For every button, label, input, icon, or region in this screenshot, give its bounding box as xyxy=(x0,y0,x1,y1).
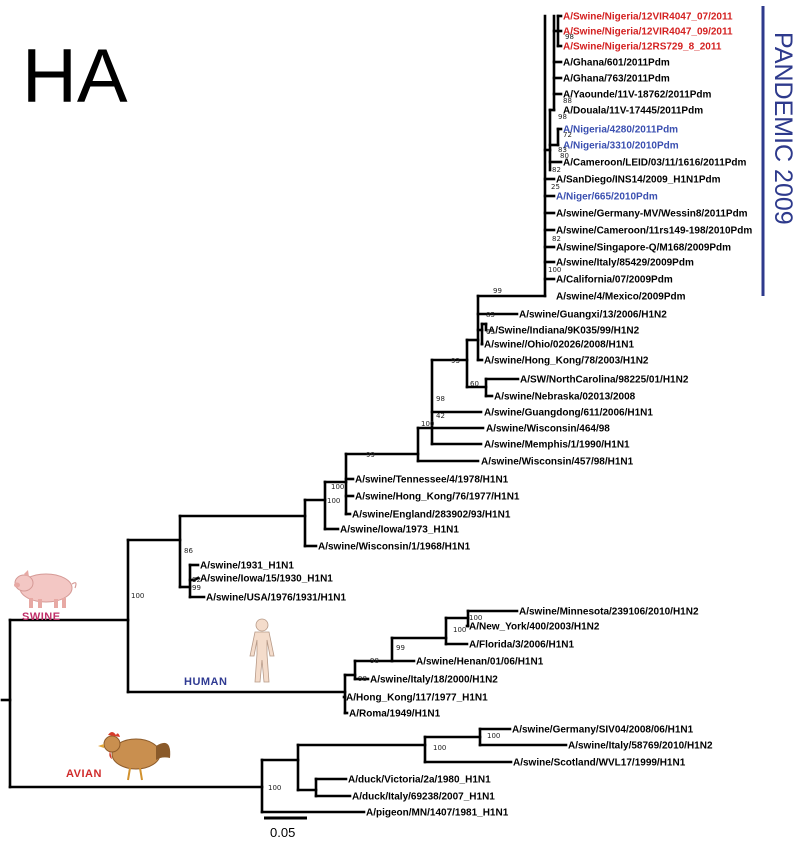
tip-label: A/swine/Germany/SIV04/2008/06/H1N1 xyxy=(512,725,694,736)
tip-label: A/swine/Germany-MV/Wessin8/2011Pdm xyxy=(556,209,748,220)
tip-label: A/Swine/Indiana/9K035/99/H1N2 xyxy=(488,326,640,337)
tip-label: A/New_York/400/2003/H1N2 xyxy=(469,622,600,633)
bootstrap-value: 100 xyxy=(131,592,144,600)
tip-label: A/Douala/11V-17445/2011Pdm xyxy=(563,106,703,117)
tip-label: A/swine/Minnesota/239106/2010/H1N2 xyxy=(519,607,699,618)
tip-label: A/swine/Guangxi/13/2006/H1N2 xyxy=(519,310,667,321)
tip-label: A/swine/USA/1976/1931/H1N1 xyxy=(206,593,347,604)
tip-label: A/SW/NorthCarolina/98225/01/H1N2 xyxy=(520,375,689,386)
chicken-icon xyxy=(98,732,171,781)
bootstrap-value: 100 xyxy=(331,483,344,491)
tip-label: A/swine/Tennessee/4/1978/H1N1 xyxy=(355,475,509,486)
tip-label: A/SanDiego/INS14/2009_H1N1Pdm xyxy=(556,175,721,186)
pandemic-clade-banner: PANDEMIC 2009 xyxy=(769,32,797,225)
tip-label: A/Florida/3/2006/H1N1 xyxy=(469,640,574,651)
tip-label: A/swine//Ohio/02026/2008/H1N1 xyxy=(484,340,635,351)
tree-branches xyxy=(0,14,568,814)
tip-label: A/Swine/Nigeria/12VIR4047_09/2011 xyxy=(563,27,733,38)
pig-icon xyxy=(14,570,77,608)
tree-branch xyxy=(192,576,200,582)
tip-label: A/swine/Hong_Kong/76/1977/H1N1 xyxy=(355,492,520,503)
tip-label: A/Cameroon/LEID/03/11/1616/2011Pdm xyxy=(563,158,747,169)
tip-label: A/Swine/Nigeria/12VIR4047_07/2011 xyxy=(563,12,733,23)
bootstrap-value: 83 xyxy=(558,146,567,154)
avian-host-label: AVIAN xyxy=(66,768,102,780)
bootstrap-value: 98 xyxy=(558,113,567,121)
bootstrap-value: 98 xyxy=(370,657,379,665)
bootstrap-value: 85 xyxy=(486,311,495,319)
tip-label: A/Swine/Nigeria/12RS729_8_2011 xyxy=(563,42,722,53)
bootstrap-value: 98 xyxy=(436,395,445,403)
tip-label: A/swine/Guangdong/611/2006/H1N1 xyxy=(484,408,653,419)
bootstrap-value: 88 xyxy=(563,97,572,105)
swine-host-label: SWINE xyxy=(22,611,61,623)
tip-label: A/Yaounde/11V-18762/2011Pdm xyxy=(563,90,712,101)
tip-label: A/Nigeria/4280/2011Pdm xyxy=(563,125,678,136)
bootstrap-value: 100 xyxy=(469,614,482,622)
tip-label: A/Nigeria/3310/2010Pdm xyxy=(563,141,679,152)
bootstrap-value: 72 xyxy=(563,131,572,139)
tip-labels: A/Swine/Nigeria/12VIR4047_07/2011A/Swine… xyxy=(200,12,752,819)
tip-label: A/swine/Italy/58769/2010/H1N2 xyxy=(568,741,713,752)
tip-label: A/duck/Italy/69238/2007_H1N1 xyxy=(352,792,495,803)
tip-label: A/swine/Wisconsin/457/98/H1N1 xyxy=(481,457,634,468)
tip-label: A/swine/England/283902/93/H1N1 xyxy=(352,510,511,521)
bootstrap-value: 100 xyxy=(421,420,434,428)
bootstrap-value: 99 xyxy=(192,584,201,592)
bootstrap-value: 82 xyxy=(192,576,201,584)
tip-label: A/swine/Iowa/15/1930_H1N1 xyxy=(200,574,333,585)
tip-label: A/swine/Memphis/1/1990/H1N1 xyxy=(484,440,630,451)
tip-label: A/Niger/665/2010Pdm xyxy=(556,192,658,203)
bootstrap-labels: 9888987283808225821009985659360984210099… xyxy=(131,33,574,792)
human-host-label: HUMAN xyxy=(184,676,227,688)
bootstrap-value: 80 xyxy=(560,152,569,160)
figure-title: HA xyxy=(22,34,128,119)
tip-label: A/swine/Singapore-Q/M168/2009Pdm xyxy=(556,243,731,254)
human-figure-icon xyxy=(249,618,275,683)
bootstrap-value: 100 xyxy=(453,626,466,634)
tip-label: A/swine/Nebraska/02013/2008 xyxy=(494,392,636,403)
tip-label: A/swine/Iowa/1973_H1N1 xyxy=(340,525,459,536)
tip-label: A/swine/Wisconsin/1/1968/H1N1 xyxy=(318,542,471,553)
bootstrap-value: 98 xyxy=(358,675,367,683)
bootstrap-value: 98 xyxy=(565,33,574,41)
tip-label: A/swine/Italy/18/2000/H1N2 xyxy=(370,675,498,686)
bootstrap-value: 100 xyxy=(487,732,500,740)
tip-label: A/California/07/2009Pdm xyxy=(556,275,673,286)
bootstrap-value: 100 xyxy=(433,744,446,752)
tip-label: A/Hong_Kong/117/1977_H1N1 xyxy=(346,693,488,704)
tip-label: A/pigeon/MN/1407/1981_H1N1 xyxy=(366,808,509,819)
tip-label: A/swine/4/Mexico/2009Pdm xyxy=(556,292,686,303)
bootstrap-value: 60 xyxy=(470,380,479,388)
bootstrap-value: 100 xyxy=(268,784,281,792)
bootstrap-value: 100 xyxy=(548,266,561,274)
tip-label: A/duck/Victoria/2a/1980_H1N1 xyxy=(348,775,491,786)
scale-bar-label: 0.05 xyxy=(270,825,295,840)
bootstrap-value: 99 xyxy=(493,287,502,295)
tip-label: A/swine/Wisconsin/464/98 xyxy=(486,424,610,435)
tip-label: A/swine/Henan/01/06/H1N1 xyxy=(416,657,544,668)
bootstrap-value: 25 xyxy=(551,183,560,191)
tip-label: A/Ghana/601/2011Pdm xyxy=(563,58,670,69)
tip-label: A/swine/Cameroon/11rs149-198/2010Pdm xyxy=(556,226,752,237)
tip-label: A/swine/Hong_Kong/78/2003/H1N2 xyxy=(484,356,649,367)
bootstrap-value: 86 xyxy=(184,547,193,555)
bootstrap-value: 99 xyxy=(366,451,375,459)
bootstrap-value: 100 xyxy=(327,497,340,505)
tip-label: A/swine/Italy/85429/2009Pdm xyxy=(556,258,694,269)
tip-label: A/swine/Scotland/WVL17/1999/H1N1 xyxy=(513,758,686,769)
bootstrap-value: 82 xyxy=(552,235,561,243)
bootstrap-value: 42 xyxy=(436,412,445,420)
bootstrap-value: 82 xyxy=(552,166,561,174)
tip-label: A/Ghana/763/2011Pdm xyxy=(563,74,670,85)
bootstrap-value: 65 xyxy=(486,328,495,336)
bootstrap-value: 93 xyxy=(451,357,460,365)
bootstrap-value: 99 xyxy=(396,644,405,652)
tip-label: A/Roma/1949/H1N1 xyxy=(349,709,441,720)
tip-label: A/swine/1931_H1N1 xyxy=(200,561,294,572)
